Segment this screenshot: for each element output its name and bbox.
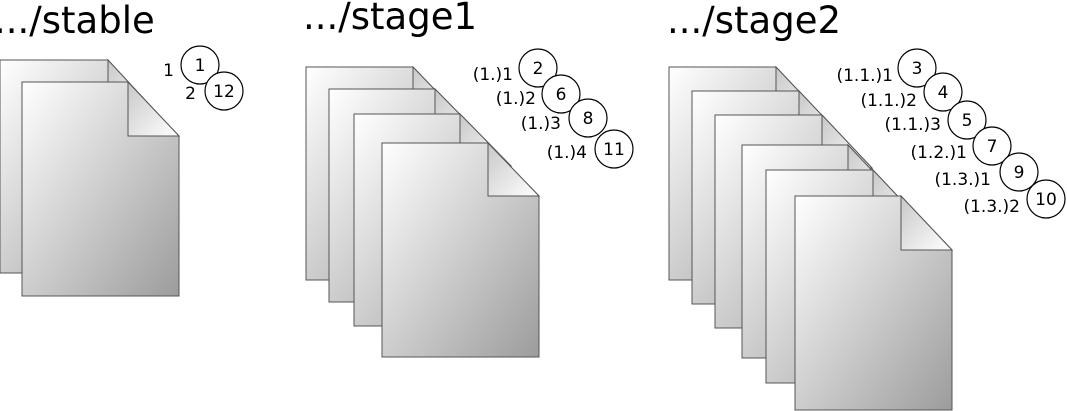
item-label: (1.2.)1 <box>910 143 967 163</box>
order-circle <box>180 45 220 85</box>
document-stack <box>0 58 181 297</box>
item-label: (1.1.)1 <box>836 66 893 86</box>
order-number: 4 <box>938 83 949 103</box>
order-item: (1.)4 11 <box>547 129 634 169</box>
item-label: (1.)2 <box>496 89 536 109</box>
order-number: 10 <box>1035 190 1057 210</box>
group-title: .../stage1 <box>303 0 477 38</box>
document-stack <box>305 65 541 358</box>
order-circle <box>1026 179 1066 219</box>
order-circle <box>923 72 963 112</box>
order-circle <box>947 100 987 140</box>
order-number: 11 <box>603 140 625 160</box>
order-circle <box>594 129 634 169</box>
order-number: 7 <box>987 137 998 157</box>
order-number: 12 <box>213 82 235 102</box>
order-number: 2 <box>533 59 544 79</box>
document-stack <box>668 65 954 411</box>
order-number: 5 <box>962 111 973 131</box>
order-item: (1.)3 8 <box>521 98 608 138</box>
item-label: (1.3.)1 <box>934 170 991 190</box>
order-circle <box>897 48 937 88</box>
item-label: (1.)1 <box>473 65 513 85</box>
order-number: 6 <box>556 85 567 105</box>
item-label: 2 <box>185 84 196 104</box>
order-item: (1.1.)1 3 <box>836 48 937 88</box>
order-circle <box>541 74 581 114</box>
order-circle <box>568 98 608 138</box>
order-number: 8 <box>583 109 594 129</box>
group-stable: .../stable 1 1 2 12 <box>0 0 244 297</box>
document-icon <box>794 194 954 411</box>
item-label: (1.1.)2 <box>860 91 917 111</box>
document-icon <box>21 80 181 297</box>
order-item: (1.)2 6 <box>496 74 581 114</box>
order-item: 1 1 <box>163 45 220 85</box>
group-stage1: .../stage1 (1.)1 2 (1. <box>303 0 634 358</box>
order-item: (1.3.)2 10 <box>963 179 1066 219</box>
item-label: (1.1.)3 <box>884 115 941 135</box>
order-item: (1.1.)2 4 <box>860 72 963 112</box>
group-title: .../stable <box>0 0 155 42</box>
order-item: 2 12 <box>185 71 244 111</box>
order-item: (1.3.)1 9 <box>934 152 1039 192</box>
order-item: (1.2.)1 7 <box>910 126 1012 166</box>
document-icon <box>381 141 541 358</box>
order-circle <box>518 48 558 88</box>
order-number: 1 <box>195 56 206 76</box>
group-stage2: .../stage2 <box>667 0 1066 411</box>
order-number: 9 <box>1014 163 1025 183</box>
order-circle <box>999 152 1039 192</box>
order-item: (1.1.)3 5 <box>884 100 987 140</box>
item-label: (1.3.)2 <box>963 197 1020 217</box>
item-label: (1.)3 <box>521 114 561 134</box>
item-label: (1.)4 <box>547 143 587 163</box>
order-circle <box>204 71 244 111</box>
group-title: .../stage2 <box>667 0 841 42</box>
item-label: 1 <box>163 61 174 81</box>
order-circle <box>972 126 1012 166</box>
order-item: (1.)1 2 <box>473 48 558 88</box>
order-number: 3 <box>912 59 923 79</box>
